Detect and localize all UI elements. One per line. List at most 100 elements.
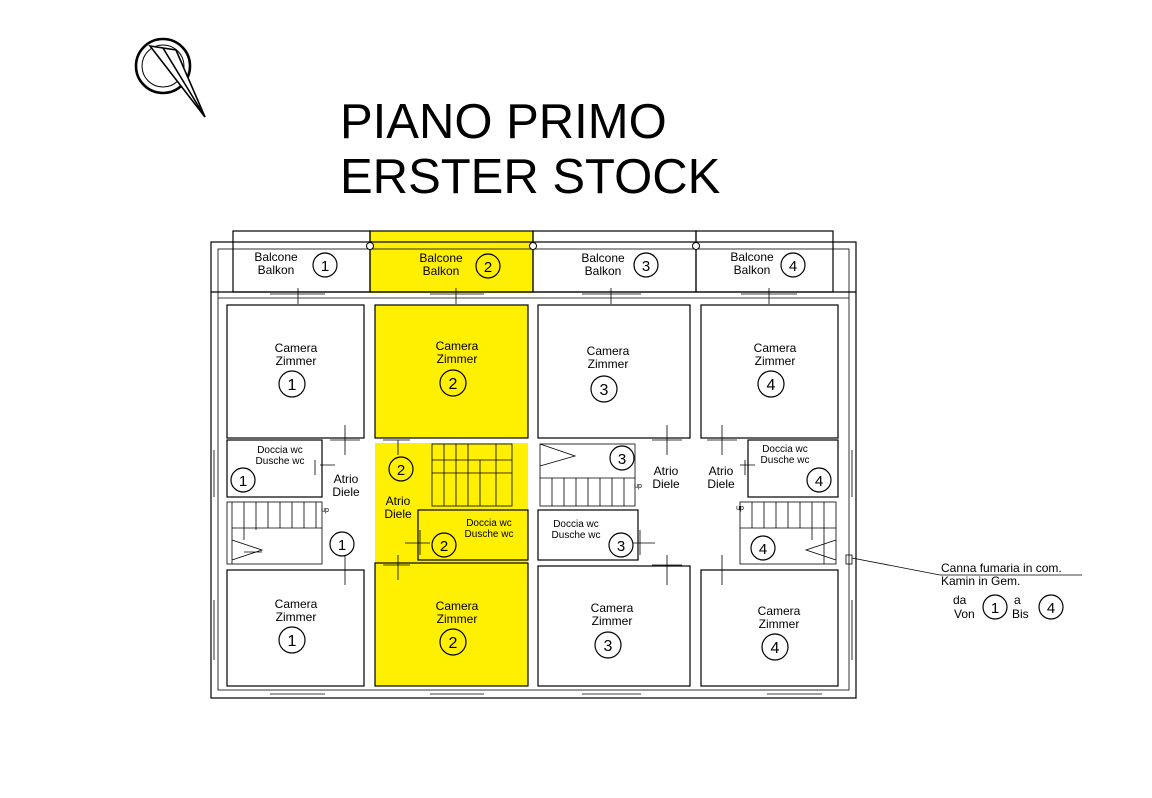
chimney-to-number: 4	[1047, 600, 1055, 617]
atrio-2: Atrio Diele 2	[384, 456, 414, 521]
bath-1-number: 1	[239, 473, 247, 490]
room-top-1-number: 1	[288, 377, 297, 394]
atrio-2-label-it: Atrio	[386, 494, 411, 508]
balcony-2-number: 2	[484, 259, 492, 276]
stair-2	[431, 443, 513, 507]
atrio-1-number: 1	[338, 537, 346, 554]
room-top-3: Camera Zimmer 3	[587, 344, 630, 403]
balcony-1: Balcone Balkon 1	[254, 250, 338, 278]
room-bottom-2: Camera Zimmer 2	[436, 599, 479, 656]
atrio-3-label-it: Atrio	[654, 464, 679, 478]
room-bottom-3-label-it: Camera	[591, 601, 634, 615]
atrio-3-label-de: Diele	[652, 477, 680, 491]
plan-title-it: PIANO PRIMO	[340, 95, 667, 149]
atrio-4-number: 4	[759, 541, 767, 558]
stair-3-up-mark: up	[634, 483, 642, 490]
room-bottom-2-number: 2	[449, 635, 458, 652]
room-bottom-4: Camera Zimmer 4	[758, 604, 801, 661]
balcony-4-label-it: Balcone	[730, 250, 774, 264]
room-top-1-label-it: Camera	[275, 341, 318, 355]
room-outlines	[226, 304, 839, 687]
bath-1: Doccia wc Dusche wc 1	[230, 445, 305, 493]
atrio-1-label-it: Atrio	[334, 472, 359, 486]
balcony-3-number: 3	[642, 258, 650, 275]
bath-3-label-de: Dusche wc	[552, 530, 601, 541]
room-bottom-4-number: 4	[771, 640, 780, 657]
room-top-3-label-it: Camera	[587, 344, 630, 358]
balcony-2-label-it: Balcone	[419, 251, 463, 265]
room-top-1-label-de: Zimmer	[276, 354, 317, 368]
chimney-da: da	[953, 593, 967, 607]
room-bottom-1-number: 1	[288, 633, 297, 650]
room-top-2-label-de: Zimmer	[437, 352, 478, 366]
atrio-3: Atrio Diele 3 up	[609, 445, 680, 491]
stair-4	[739, 501, 837, 565]
bath-1-label-it: Doccia wc	[257, 445, 303, 456]
atrio-1-label-de: Diele	[332, 485, 360, 499]
atrio-2-number: 2	[397, 462, 405, 479]
balcony-4: Balcone Balkon 4	[730, 250, 806, 278]
chimney-bis: Bis	[1012, 607, 1029, 621]
balcony-1-number: 1	[321, 258, 329, 275]
stair-4-up-mark: up	[736, 505, 744, 512]
room-bottom-4-label-it: Camera	[758, 604, 801, 618]
balcony-3: Balcone Balkon 3	[581, 251, 659, 278]
atrio-2-label-de: Diele	[384, 507, 412, 521]
room-bottom-1-label-it: Camera	[275, 597, 318, 611]
bath-4-number: 4	[815, 473, 823, 490]
room-top-4-label-de: Zimmer	[755, 354, 796, 368]
balcony-4-number: 4	[789, 258, 797, 275]
chimney-label-it: Canna fumaria in com.	[941, 561, 1062, 575]
room-top-2-number: 2	[449, 376, 458, 393]
balcony-2-label-de: Balkon	[423, 264, 460, 278]
room-top-3-number: 3	[600, 382, 609, 399]
balcony-3-label-de: Balkon	[585, 264, 622, 278]
atrio-4-label-de: Diele	[707, 477, 735, 491]
room-top-4-label-it: Camera	[754, 341, 797, 355]
room-bottom-2-label-de: Zimmer	[437, 612, 478, 626]
bath-2-label-de: Dusche wc	[465, 529, 514, 540]
bath-4-label-de: Dusche wc	[761, 455, 810, 466]
atrio-4: Atrio Diele 4 up	[707, 464, 776, 561]
stair-3	[539, 443, 636, 507]
room-bottom-1-label-de: Zimmer	[276, 610, 317, 624]
room-top-2-label-it: Camera	[436, 339, 479, 353]
north-arrow-icon	[134, 37, 206, 118]
bath-2-label-it: Doccia wc	[466, 518, 512, 529]
room-top-3-label-de: Zimmer	[588, 357, 629, 371]
bath-3: Doccia wc Dusche wc 3	[552, 519, 634, 558]
room-bottom-4-label-de: Zimmer	[759, 617, 800, 631]
chimney-a: a	[1014, 593, 1021, 607]
bath-4-label-it: Doccia wc	[762, 444, 808, 455]
room-bottom-3: Camera Zimmer 3	[591, 601, 634, 659]
room-top-1: Camera Zimmer 1	[275, 341, 318, 398]
plan-title-de: ERSTER STOCK	[340, 150, 721, 204]
stair-1	[226, 501, 323, 565]
building-walls	[210, 230, 857, 699]
room-bottom-2-label-it: Camera	[436, 599, 479, 613]
chimney-annotation: Canna fumaria in com. Kamin in Gem. da V…	[845, 554, 1082, 621]
room-top-2: Camera Zimmer 2	[436, 339, 479, 397]
bath-3-label-it: Doccia wc	[553, 519, 599, 530]
balcony-4-label-de: Balkon	[734, 263, 771, 277]
stair-1-up-mark: up	[321, 507, 329, 514]
balcony-1-label-it: Balcone	[254, 250, 298, 264]
room-bottom-3-number: 3	[604, 638, 613, 655]
unit-2-highlight	[370, 231, 533, 686]
chimney-from-number: 1	[991, 600, 999, 617]
room-top-4-number: 4	[767, 377, 776, 394]
room-top-4: Camera Zimmer 4	[754, 341, 797, 398]
atrio-1: Atrio Diele 1 up	[321, 472, 360, 557]
bath-3-number: 3	[617, 538, 625, 555]
atrio-4-label-it: Atrio	[709, 464, 734, 478]
atrio-3-number: 3	[618, 451, 626, 468]
chimney-label-de: Kamin in Gem.	[941, 574, 1020, 588]
chimney-von: Von	[954, 607, 975, 621]
bath-4: Doccia wc Dusche wc 4	[761, 444, 832, 493]
room-bottom-3-label-de: Zimmer	[592, 614, 633, 628]
bath-1-label-de: Dusche wc	[256, 456, 305, 467]
balcony-1-label-de: Balkon	[258, 263, 295, 277]
balcony-2: Balcone Balkon 2	[419, 251, 501, 279]
bath-2-number: 2	[440, 538, 448, 555]
